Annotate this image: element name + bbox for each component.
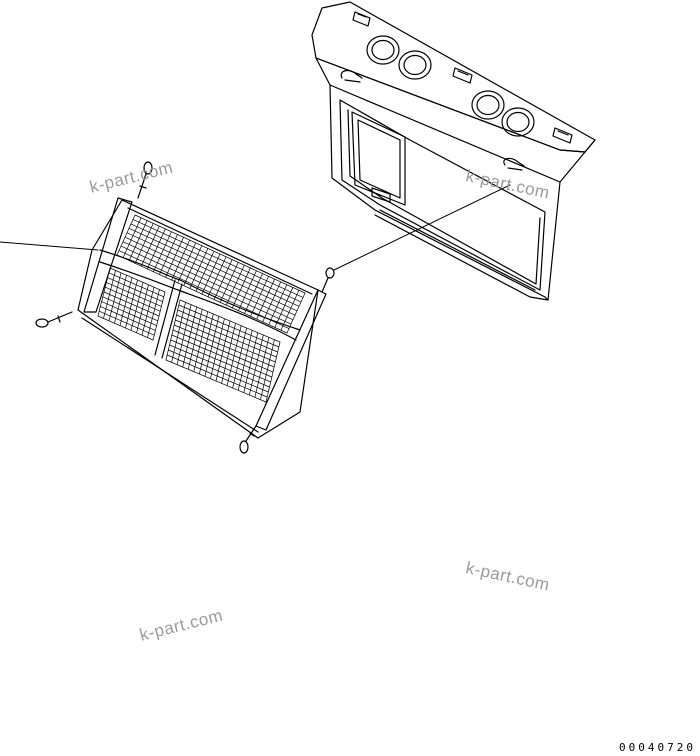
left-pocket-mesh-strand <box>100 306 156 331</box>
upper-mesh-strand <box>132 219 304 298</box>
upper-mesh-strand <box>122 217 142 259</box>
right-pocket-mesh-strand <box>176 314 277 358</box>
net-hooks <box>340 69 525 171</box>
upper-mesh-strand <box>219 262 239 303</box>
gauge-openings <box>366 35 535 137</box>
left-pocket-mesh-strand <box>97 315 154 341</box>
upper-mesh-strand <box>213 259 233 300</box>
right-pocket-mesh-strand <box>174 319 276 363</box>
left-pocket-mesh-strand <box>102 296 159 322</box>
right-pocket-mesh-strand <box>167 349 269 393</box>
right-pocket-mesh-strand <box>169 344 270 388</box>
left-pocket-mesh-strand <box>103 291 160 317</box>
mounting-clips <box>352 11 573 144</box>
upper-mesh-strand <box>120 245 292 325</box>
upper-mesh-strand <box>128 220 148 261</box>
upper-mesh-strand <box>165 236 184 278</box>
upper-mesh-strand <box>256 278 275 320</box>
upper-mesh-strand <box>134 223 154 264</box>
right-pocket-mesh-strand <box>178 304 280 348</box>
upper-mesh-strand <box>116 214 136 256</box>
upper-mesh-strand <box>268 284 288 325</box>
right-pocket-mesh-strand <box>166 354 268 398</box>
rear-cover-panel <box>311 1 596 301</box>
upper-mesh-strand <box>250 275 269 317</box>
upper-mesh-strand <box>274 287 294 328</box>
upper-mesh-strand <box>201 253 221 295</box>
upper-mesh-strand <box>118 250 290 329</box>
upper-mesh-strand <box>130 223 302 303</box>
left-pocket-mesh-strand <box>109 267 166 293</box>
upper-mesh-strand <box>262 281 282 323</box>
snap-hooks <box>35 161 335 454</box>
left-pocket-mesh-strand <box>107 277 163 302</box>
right-pocket-mesh-strand <box>170 339 272 383</box>
upper-mesh-strand <box>232 267 251 309</box>
upper-mesh-strand <box>116 254 288 334</box>
right-pocket-mesh-strand <box>173 324 275 368</box>
right-pocket-mesh-strand <box>171 334 273 378</box>
upper-mesh-strand <box>124 236 296 316</box>
upper-mesh-strand <box>122 241 294 321</box>
upper-mesh-strand <box>128 227 300 307</box>
upper-mesh-strand <box>140 225 160 267</box>
figure-number: 00040720 <box>619 741 696 754</box>
upper-mesh-strand <box>159 234 178 275</box>
upper-mesh-strand <box>147 228 166 270</box>
left-pocket-mesh-strand <box>108 272 165 298</box>
net-mesh <box>97 214 306 403</box>
upper-mesh-strand <box>189 248 209 289</box>
right-pocket-mesh-strand <box>179 299 281 343</box>
left-pocket-mesh-strand <box>104 286 161 312</box>
leader-lines <box>0 184 511 271</box>
upper-mesh-strand <box>195 250 215 292</box>
upper-mesh-strand <box>280 289 300 331</box>
upper-mesh-strand <box>183 245 203 286</box>
left-pocket-mesh-strand <box>98 310 155 336</box>
upper-mesh-strand <box>153 231 172 273</box>
right-pocket-mesh-strand <box>165 359 267 403</box>
upper-mesh-strand <box>126 232 298 312</box>
upper-mesh-strand <box>177 242 197 284</box>
upper-mesh-strand <box>238 270 257 312</box>
right-pocket-mesh-strand <box>172 329 274 373</box>
upper-mesh-strand <box>171 239 190 281</box>
left-pocket-mesh-strand <box>106 282 162 307</box>
upper-mesh-strand <box>244 273 263 314</box>
right-pocket-mesh-strand <box>177 309 279 353</box>
upper-mesh-strand <box>225 264 245 306</box>
upper-mesh-strand <box>286 292 306 334</box>
upper-mesh-strand <box>134 214 306 294</box>
left-pocket-mesh-strand <box>101 301 157 326</box>
upper-mesh-strand <box>207 256 227 298</box>
